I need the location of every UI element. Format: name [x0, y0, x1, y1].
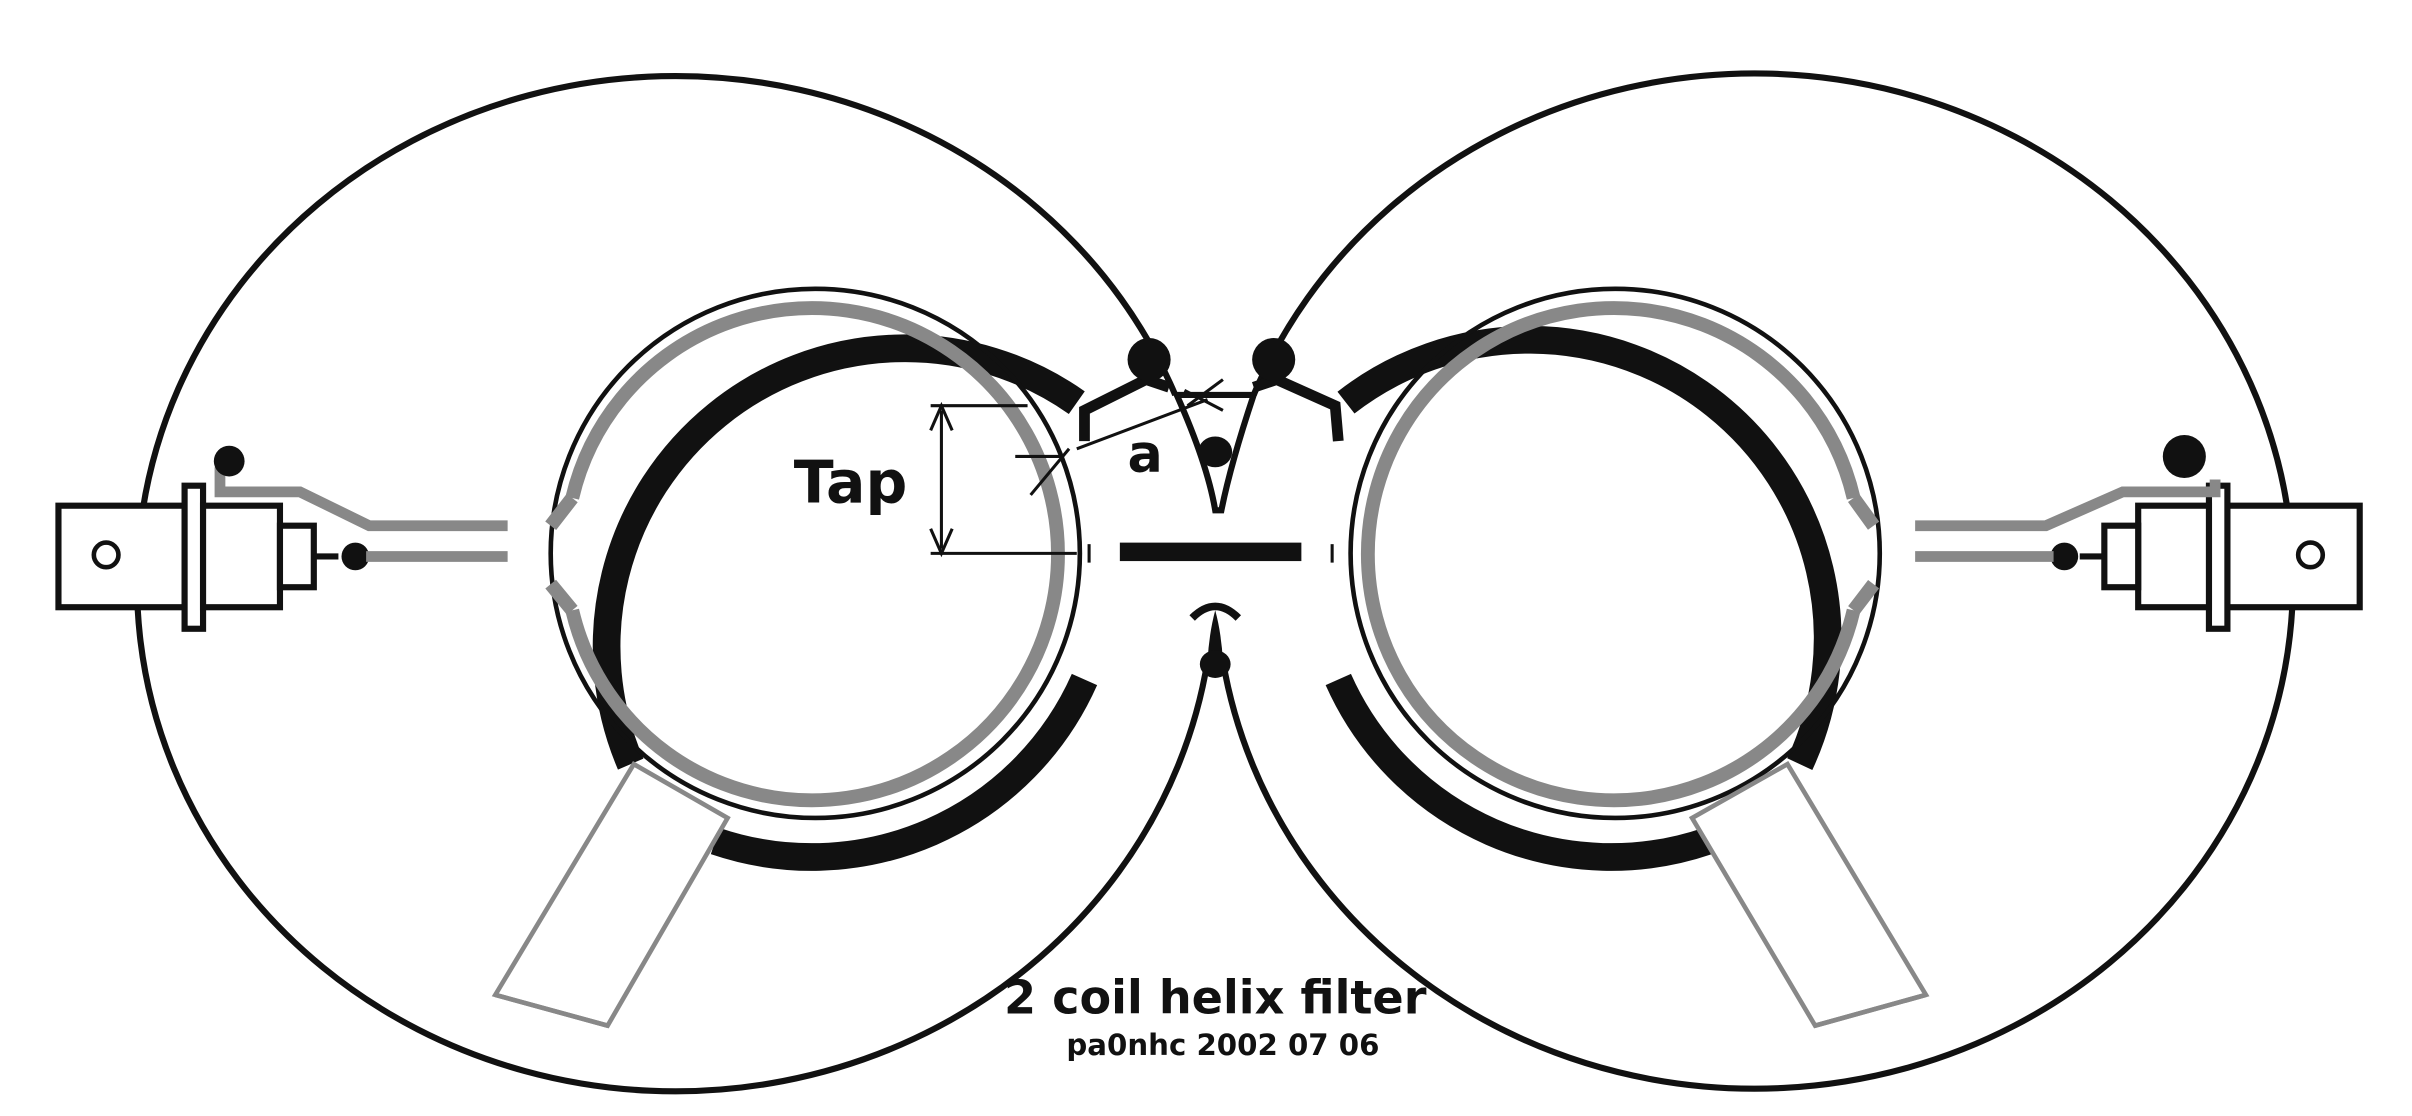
- diagram-credit: pa0nhc 2002 07 06: [1066, 1028, 1379, 1062]
- gap-dimension: [1015, 378, 1224, 496]
- right-connector-pin-icon: [2295, 540, 2326, 570]
- gap-label: a: [1128, 424, 1163, 485]
- left-inner-form: [548, 286, 1083, 821]
- left-solder-blob: [1127, 338, 1171, 382]
- right-cavity-outline: [1219, 70, 2296, 1092]
- right-mount-bracket: [1688, 761, 1930, 1029]
- right-ground-solder: [2162, 434, 2206, 479]
- right-connector-solder: [2050, 542, 2079, 571]
- right-solder-blob: [1252, 338, 1296, 382]
- tap-dimension: [929, 401, 1077, 558]
- right-inner-form: [1348, 286, 1883, 821]
- right-helix-coil: [1360, 301, 1880, 808]
- iris-lower-edge: [1189, 602, 1242, 621]
- right-ground-link: [1251, 373, 1344, 442]
- tap-label: Tap: [794, 449, 908, 517]
- left-ground-solder: [213, 445, 245, 477]
- right-shield-ring: [1325, 325, 1842, 871]
- coupling-bar: [1119, 542, 1302, 562]
- right-connector: [2079, 482, 2363, 632]
- left-connector-solder: [341, 542, 370, 571]
- left-shield-ring: [592, 334, 1098, 871]
- left-cavity-outline: [134, 73, 1211, 1095]
- iris-wall: [1172, 391, 1258, 678]
- left-ground-link: [1079, 373, 1171, 442]
- diagram-title: 2 coil helix filter: [1004, 970, 1427, 1024]
- left-mount-bracket: [491, 761, 731, 1029]
- left-feed-line: [214, 467, 508, 562]
- left-connector: [55, 482, 339, 632]
- right-feed-line: [1915, 479, 2221, 562]
- left-connector-pin-icon: [91, 540, 121, 570]
